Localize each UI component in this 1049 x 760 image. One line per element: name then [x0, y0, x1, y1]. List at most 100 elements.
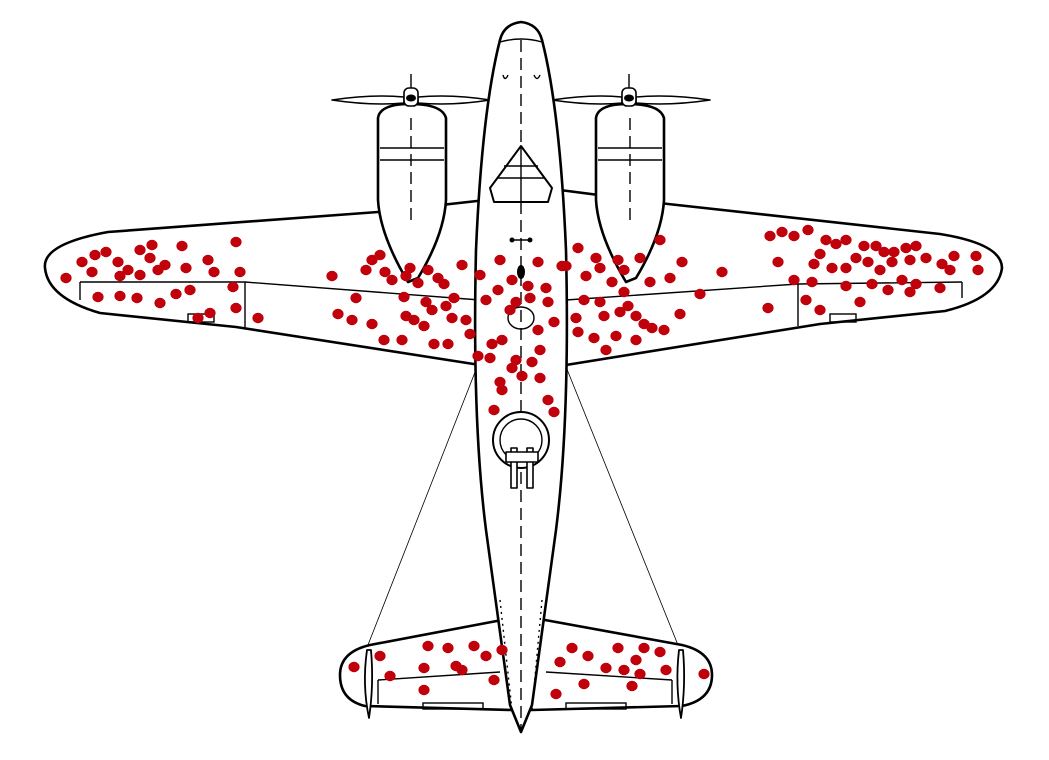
red-dot-icon [572, 242, 584, 254]
red-dot-icon [776, 226, 788, 238]
red-dot-icon [600, 662, 612, 674]
red-dot-icon [772, 256, 784, 268]
red-dot-icon [578, 678, 590, 690]
red-dot-icon [654, 234, 666, 246]
red-dot-icon [386, 274, 398, 286]
red-dot-icon [496, 644, 508, 656]
red-dot-icon [840, 280, 852, 292]
red-dot-icon [904, 254, 916, 266]
red-dot-icon [396, 334, 408, 346]
red-dot-icon [400, 270, 412, 282]
red-dot-icon [570, 312, 582, 324]
red-dot-icon [830, 238, 842, 250]
red-dot-icon [428, 338, 440, 350]
red-dot-icon [404, 262, 416, 274]
red-dot-icon [506, 362, 518, 374]
red-dot-icon [346, 314, 358, 326]
red-dot-icon [814, 248, 826, 260]
red-dot-icon [808, 258, 820, 270]
red-dot-icon [802, 224, 814, 236]
red-dot-icon [582, 650, 594, 662]
red-dot-icon [460, 314, 472, 326]
red-dot-icon [480, 650, 492, 662]
red-dot-icon [896, 274, 908, 286]
red-dot-icon [534, 344, 546, 356]
red-dot-icon [554, 656, 566, 668]
red-dot-icon [630, 334, 642, 346]
red-dot-icon [114, 290, 126, 302]
red-dot-icon [638, 642, 650, 654]
red-dot-icon [504, 304, 516, 316]
red-dot-icon [496, 334, 508, 346]
red-dot-icon [516, 370, 528, 382]
astrodome [507, 306, 535, 330]
red-dot-icon [806, 276, 818, 288]
red-dot-icon [418, 320, 430, 332]
nose-fittings [502, 74, 541, 80]
red-dot-icon [854, 296, 866, 308]
red-dot-icon [326, 270, 338, 282]
red-dot-icon [112, 256, 124, 268]
red-dot-icon [788, 230, 800, 242]
red-dot-icon [144, 252, 156, 264]
nose-cap-line [499, 38, 543, 43]
red-dot-icon [694, 288, 706, 300]
red-dot-icon [626, 680, 638, 692]
red-dot-icon [440, 300, 452, 312]
red-dot-icon [366, 254, 378, 266]
red-dot-icon [379, 266, 391, 278]
red-dot-icon [878, 246, 890, 258]
red-dot-icon [366, 318, 378, 330]
red-dot-icon [484, 352, 496, 364]
elevator-ends [377, 680, 673, 704]
red-dot-icon [230, 236, 242, 248]
red-dot-icon [134, 244, 146, 256]
red-dot-icon [418, 662, 430, 674]
red-dot-icon [122, 264, 134, 276]
red-dot-icon [618, 664, 630, 676]
red-dot-icon [374, 650, 386, 662]
red-dot-icon [676, 256, 688, 268]
red-dot-icon [874, 264, 886, 276]
red-dot-icon [234, 266, 246, 278]
right-elevator-tab [565, 702, 627, 710]
red-dot-icon [159, 259, 171, 271]
red-dot-icon [590, 252, 602, 264]
red-dot-icon [814, 304, 826, 316]
red-dot-icon [510, 296, 522, 308]
red-dot-icon [350, 292, 362, 304]
red-dot-icon [858, 240, 870, 252]
red-dot-icon [698, 668, 710, 680]
red-dot-icon [184, 284, 196, 296]
antenna-mast [509, 237, 533, 279]
left-elevator-tab [422, 702, 484, 710]
red-dot-icon [446, 312, 458, 324]
red-dot-icon [100, 246, 112, 258]
red-dot-icon [970, 250, 982, 262]
red-dot-icon [89, 249, 101, 261]
red-dot-icon [422, 264, 434, 276]
red-dot-icon [204, 307, 216, 319]
red-dot-icon [496, 384, 508, 396]
red-dot-icon [412, 277, 424, 289]
red-dot-icon [438, 278, 450, 290]
red-dot-icon [134, 269, 146, 281]
red-dot-icon [660, 664, 672, 676]
red-dot-icon [60, 272, 72, 284]
red-dot-icon [764, 230, 776, 242]
red-dot-icon [146, 239, 158, 251]
red-dot-icon [788, 274, 800, 286]
red-dot-icon [422, 640, 434, 652]
red-dot-icon [208, 266, 220, 278]
red-dot-icon [862, 256, 874, 268]
elevator-lines [377, 671, 673, 681]
red-dot-icon [506, 274, 518, 286]
red-dot-icon [716, 266, 728, 278]
red-dot-icon [534, 372, 546, 384]
red-dot-icon [612, 254, 624, 266]
red-dot-icon [566, 642, 578, 654]
red-dot-icon [510, 354, 522, 366]
red-dot-icon [170, 288, 182, 300]
red-dot-icon [540, 282, 552, 294]
